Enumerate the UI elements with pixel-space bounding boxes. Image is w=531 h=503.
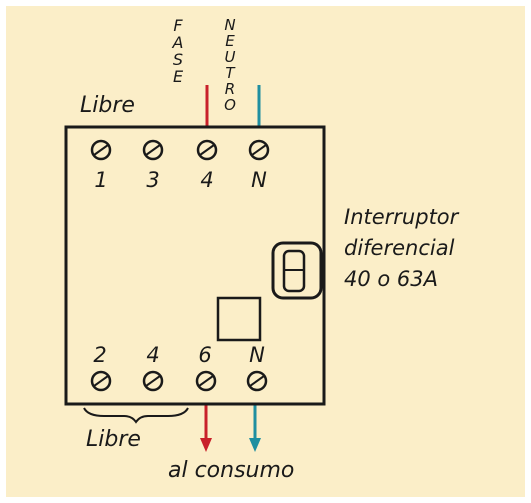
- label-device-line3: 40 o 63A: [344, 267, 438, 291]
- label-neutro-char: N: [224, 16, 235, 34]
- terminal-screw-bottom-2: [90, 370, 112, 392]
- terminal-screw-top-4: [196, 139, 218, 161]
- terminal-screw-bottom-6: [195, 370, 217, 392]
- terminal-number-bottom-n: N: [249, 343, 265, 367]
- label-consumo: al consumo: [168, 458, 294, 483]
- label-libre-top: Libre: [80, 93, 135, 118]
- phase-arrow: [200, 438, 212, 452]
- label-fase: F A S E: [172, 16, 184, 86]
- label-neutro-char: U: [225, 48, 236, 66]
- label-fase-char: S: [173, 50, 183, 69]
- terminal-screw-bottom-4: [142, 370, 164, 392]
- label-neutro-char: O: [224, 96, 236, 114]
- terminal-number-bottom-6: 6: [198, 343, 211, 367]
- terminal-screw-top-3: [142, 139, 164, 161]
- label-neutro-char: T: [225, 64, 236, 82]
- neutral-arrow: [249, 438, 261, 452]
- label-neutro-char: E: [225, 32, 235, 50]
- terminal-number-bottom-2: 2: [93, 343, 106, 367]
- label-fase-char: F: [173, 16, 183, 35]
- terminal-number-top-4: 4: [200, 168, 213, 192]
- terminal-number-top-3: 3: [146, 168, 159, 192]
- label-fase-char: A: [172, 33, 184, 52]
- device-body: [64, 125, 326, 406]
- label-neutro-char: R: [225, 80, 235, 98]
- terminal-number-top-1: 1: [94, 168, 107, 192]
- libre-brace: [83, 407, 189, 424]
- terminal-screw-bottom-n: [246, 370, 268, 392]
- test-button: [216, 296, 262, 342]
- toggle-lever: [271, 241, 323, 300]
- label-device-line1: Interruptor: [344, 205, 460, 229]
- label-fase-char: E: [173, 67, 184, 86]
- label-device-line2: diferencial: [344, 236, 455, 260]
- terminal-screw-top-n: [248, 139, 270, 161]
- terminal-number-top-n: N: [251, 168, 267, 192]
- terminal-screw-top-1: [90, 139, 112, 161]
- label-libre-bottom: Libre: [86, 427, 141, 452]
- terminal-number-bottom-4: 4: [146, 343, 159, 367]
- label-neutro: N E U T R O: [224, 16, 236, 114]
